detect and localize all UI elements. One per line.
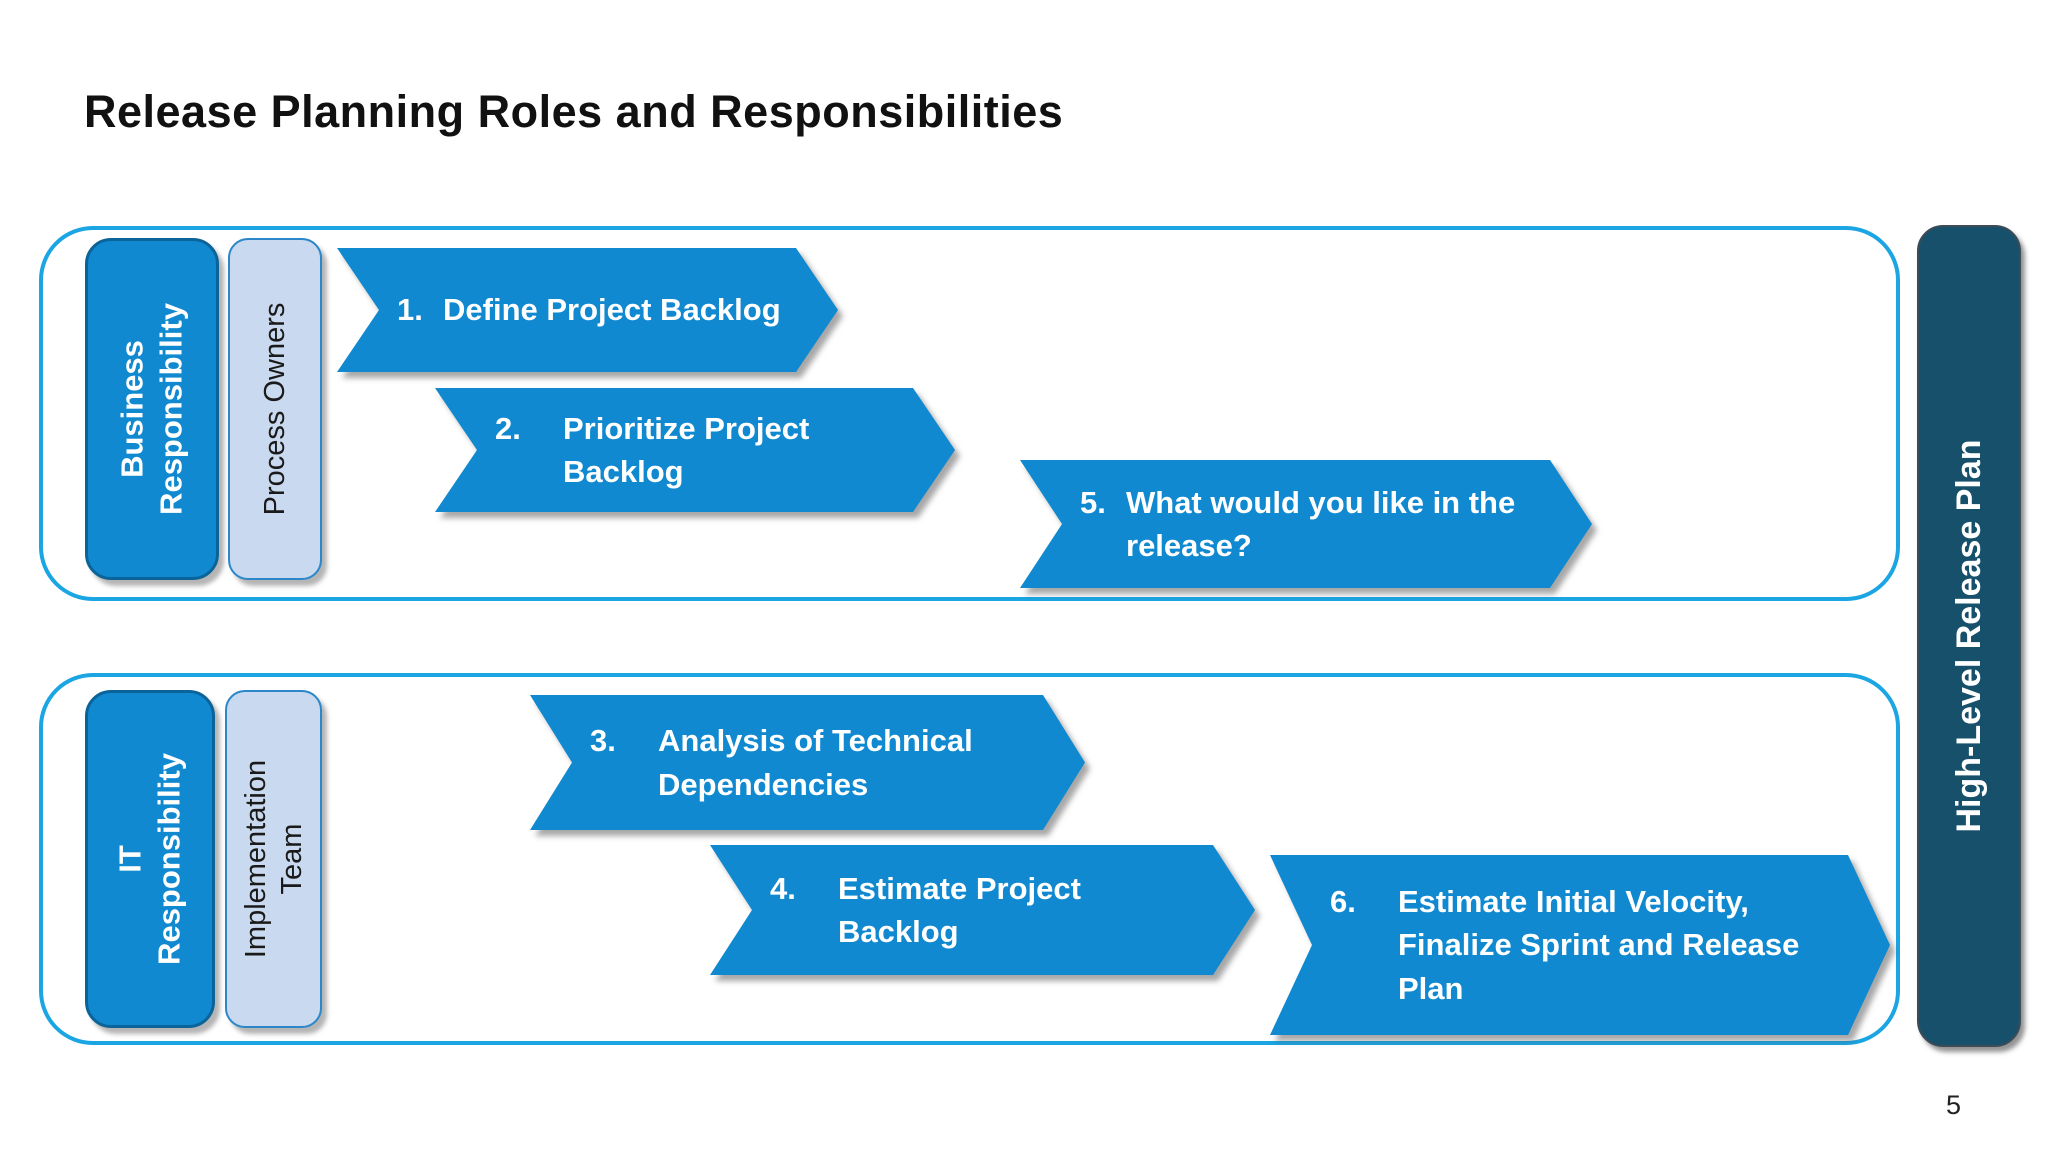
step-4-chevron: 4. Estimate Project Backlog (710, 845, 1255, 975)
step-5-number: 5. (1080, 484, 1106, 520)
step-2-number: 2. (495, 410, 521, 446)
page-number: 5 (1946, 1090, 1962, 1120)
step-2-arrow-shape: 2. Prioritize Project Backlog (435, 388, 955, 512)
step-6-label: Estimate Initial Velocity, Finalize Spri… (1398, 883, 1800, 1006)
step-1-arrow-shape: 1. Define Project Backlog (337, 248, 838, 372)
step-1-chevron: 1. Define Project Backlog (337, 248, 838, 372)
step-3-label: Analysis of Technical Dependencies (658, 723, 973, 802)
process-owners-box: Process Owners (228, 238, 322, 580)
step-2-label: Prioritize Project Backlog (563, 410, 810, 489)
step-3-chevron: 3. Analysis of Technical Dependencies (530, 695, 1085, 830)
business-responsibility-label: Business Responsibility (114, 303, 188, 515)
step-6-chevron: 6. Estimate Initial Velocity, Finalize S… (1270, 855, 1890, 1035)
step-1-number: 1. (397, 292, 423, 328)
step-3-number: 3. (590, 723, 616, 759)
process-owners-label: Process Owners (258, 302, 291, 516)
step-3-arrow-shape: 3. Analysis of Technical Dependencies (530, 695, 1085, 830)
it-responsibility-box: IT Responsibility (85, 690, 215, 1028)
business-responsibility-box: Business Responsibility (85, 238, 219, 580)
step-6-number: 6. (1330, 883, 1356, 919)
step-5-label: What would you like in the release? (1126, 484, 1516, 563)
page-title: Release Planning Roles and Responsibilit… (84, 86, 1064, 137)
high-level-release-plan-label: High-Level Release Plan (1949, 439, 1988, 833)
step-4-arrow-shape: 4. Estimate Project Backlog (710, 845, 1255, 975)
business-lane-container (39, 226, 1900, 601)
step-5-arrow-shape: 5. What would you like in the release? (1020, 460, 1592, 588)
step-1-label: Define Project Backlog (443, 292, 781, 328)
step-6-arrow-shape: 6. Estimate Initial Velocity, Finalize S… (1270, 855, 1890, 1035)
step-5-chevron: 5. What would you like in the release? (1020, 460, 1592, 588)
step-4-number: 4. (770, 870, 796, 906)
step-4-label: Estimate Project Backlog (838, 870, 1081, 949)
implementation-team-label: Implementation Team (239, 759, 308, 959)
it-responsibility-label: IT Responsibility (112, 753, 186, 965)
implementation-team-box: Implementation Team (225, 690, 322, 1028)
high-level-release-plan-bar: High-Level Release Plan (1917, 225, 2021, 1047)
step-2-chevron: 2. Prioritize Project Backlog (435, 388, 955, 512)
